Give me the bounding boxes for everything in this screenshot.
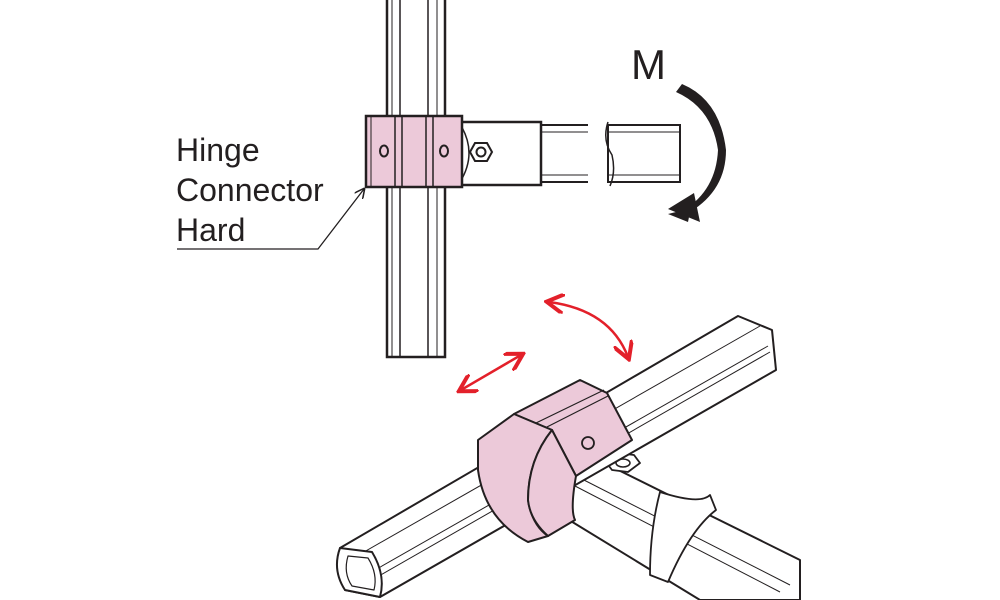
- hinge-connector-iso: [477, 379, 633, 543]
- top-view: [364, 0, 681, 359]
- screw-hole-icon: [439, 144, 449, 158]
- leader-line: [177, 189, 364, 250]
- callout: Hinge Connector Hard: [176, 132, 364, 250]
- iso-view: [335, 315, 801, 600]
- motion-arrows: [461, 302, 628, 390]
- screw-hole-icon: [581, 436, 595, 450]
- branch-fitting: [458, 120, 543, 187]
- hinge-connector-top: [364, 114, 464, 189]
- moment-arrow: M: [631, 41, 726, 222]
- screw-hole-icon: [379, 144, 389, 158]
- label-line-2: Connector: [176, 172, 324, 208]
- rotate-arrow-icon: [549, 302, 628, 357]
- horizontal-pipe: [539, 120, 681, 190]
- label-line-1: Hinge: [176, 132, 260, 168]
- moment-label: M: [631, 41, 666, 88]
- branch-pipe: [555, 452, 801, 600]
- slide-arrow-icon: [461, 355, 521, 390]
- label-line-3: Hard: [176, 212, 245, 248]
